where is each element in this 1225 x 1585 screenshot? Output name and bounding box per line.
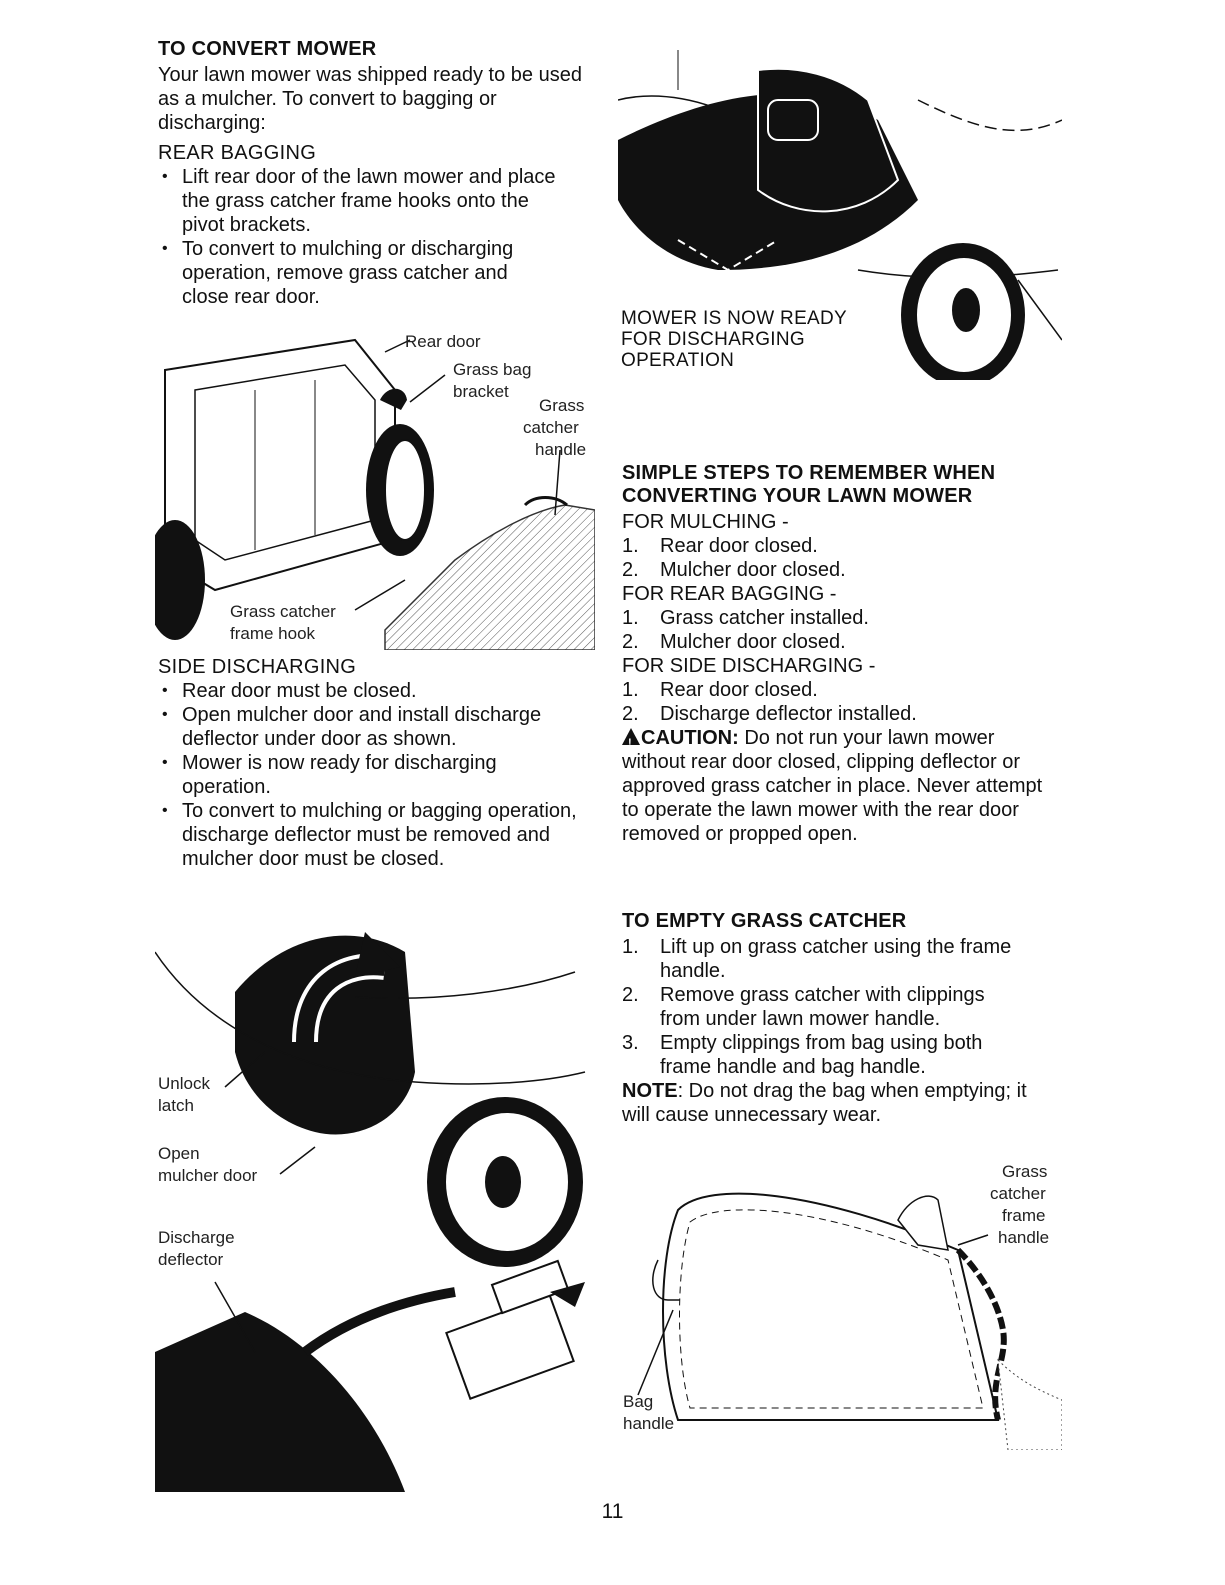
ready-line: FOR DISCHARGING bbox=[621, 329, 805, 350]
list-item: To convert to mulching or bagging operat… bbox=[158, 799, 578, 871]
label-frame-hook: Grass catcher bbox=[230, 602, 336, 621]
mulching-heading: FOR MULCHING - bbox=[622, 511, 789, 533]
list-item: 1.Rear door closed. bbox=[622, 679, 818, 701]
caution-text: Do not run your lawn mower without rear … bbox=[622, 727, 1043, 845]
label-rear-door: Rear door bbox=[405, 332, 481, 351]
label-grass-catcher-handle: catcher bbox=[523, 418, 579, 437]
mower-ready-illustration: MOWER IS NOW READY FOR DISCHARGING OPERA… bbox=[618, 40, 1062, 380]
label-open-mulcher-door: Open bbox=[158, 1144, 200, 1163]
empty-steps-list: 1.Lift up on grass catcher using the fra… bbox=[622, 935, 1022, 1079]
label-discharge-deflector: Discharge bbox=[158, 1228, 235, 1247]
list-item: 2.Discharge deflector installed. bbox=[622, 703, 917, 725]
rear-bagging-steps-list: 1.Grass catcher installed. 2.Mulcher doo… bbox=[622, 606, 1062, 654]
side-discharging-heading: SIDE DISCHARGING bbox=[158, 656, 357, 678]
side-discharging-section: SIDE DISCHARGING Rear door must be close… bbox=[158, 655, 588, 871]
list-item: 1.Grass catcher installed. bbox=[622, 607, 869, 629]
rear-bagging-illustration: Rear door Grass bag bracket Grass catche… bbox=[155, 330, 595, 650]
list-item: 2.Mulcher door closed. bbox=[622, 631, 846, 653]
steps-title: CONVERTING YOUR LAWN MOWER bbox=[622, 485, 973, 507]
list-item: 3.Empty clippings from bag using both fr… bbox=[622, 1032, 983, 1078]
rear-bagging-steps-heading: FOR REAR BAGGING - bbox=[622, 583, 837, 605]
ready-line: MOWER IS NOW READY bbox=[621, 308, 848, 329]
list-item: 2.Remove grass catcher with clippings fr… bbox=[622, 984, 985, 1030]
side-discharging-steps-heading: FOR SIDE DISCHARGING - bbox=[622, 655, 876, 677]
empty-title: TO EMPTY GRASS CATCHER bbox=[622, 910, 907, 932]
label-frame-handle: catcher bbox=[990, 1184, 1046, 1203]
label-grass-catcher-handle: Grass bbox=[539, 396, 585, 415]
list-item: 1.Rear door closed. bbox=[622, 535, 818, 557]
caution-label: CAUTION: bbox=[641, 727, 739, 749]
mower-rear-diagram bbox=[155, 338, 595, 650]
caution-paragraph: CAUTION: Do not run your lawn mower with… bbox=[622, 726, 1052, 846]
side-discharging-illustration: Unlock latch Open mulcher door Discharge… bbox=[155, 912, 595, 1492]
convert-title: TO CONVERT MOWER bbox=[158, 38, 377, 60]
list-item: Lift rear door of the lawn mower and pla… bbox=[158, 165, 558, 237]
note-text: : Do not drag the bag when emptying; it … bbox=[622, 1080, 1027, 1126]
page-number: 11 bbox=[601, 1500, 624, 1523]
label-frame-handle: handle bbox=[998, 1228, 1050, 1247]
side-discharging-steps-list: 1.Rear door closed. 2.Discharge deflecto… bbox=[622, 678, 1062, 726]
warning-triangle-icon bbox=[622, 728, 640, 755]
mower-discharge-diagram bbox=[618, 50, 1062, 380]
side-discharging-list: Rear door must be closed. Open mulcher d… bbox=[158, 679, 578, 871]
rear-bagging-heading: REAR BAGGING bbox=[158, 142, 317, 164]
mulching-list: 1.Rear door closed. 2.Mulcher door close… bbox=[622, 534, 1062, 582]
simple-steps-section: SIMPLE STEPS TO REMEMBER WHEN CONVERTING… bbox=[622, 462, 1062, 846]
label-grass-bag-bracket: Grass bag bbox=[453, 360, 532, 379]
label-frame-handle: frame bbox=[1002, 1206, 1046, 1225]
label-bag-handle: Bag bbox=[623, 1392, 654, 1411]
list-item: To convert to mulching or discharging op… bbox=[158, 237, 558, 309]
label-grass-bag-bracket: bracket bbox=[453, 382, 509, 401]
label-grass-catcher-handle: handle bbox=[535, 440, 587, 459]
empty-catcher-section: TO EMPTY GRASS CATCHER 1.Lift up on gras… bbox=[622, 910, 1062, 1127]
list-item: 1.Lift up on grass catcher using the fra… bbox=[622, 936, 1012, 982]
mower-side-diagram bbox=[155, 932, 586, 1492]
list-item: Mower is now ready for discharging opera… bbox=[158, 751, 578, 799]
ready-caption: MOWER IS NOW READY FOR DISCHARGING OPERA… bbox=[621, 308, 847, 371]
convert-intro: Your lawn mower was shipped ready to be … bbox=[158, 64, 582, 134]
label-unlock-latch: latch bbox=[158, 1096, 194, 1115]
grass-bag-diagram bbox=[637, 1192, 1062, 1450]
rear-bagging-list: Lift rear door of the lawn mower and pla… bbox=[158, 165, 558, 309]
list-item: 2.Mulcher door closed. bbox=[622, 559, 846, 581]
label-discharge-deflector: deflector bbox=[158, 1250, 224, 1269]
label-unlock-latch: Unlock bbox=[158, 1074, 210, 1093]
list-item: Open mulcher door and install discharge … bbox=[158, 703, 578, 751]
list-item: Rear door must be closed. bbox=[158, 679, 578, 703]
label-frame-hook: frame hook bbox=[230, 624, 316, 643]
note-paragraph: NOTE: Do not drag the bag when emptying;… bbox=[622, 1079, 1052, 1127]
steps-title: SIMPLE STEPS TO REMEMBER WHEN bbox=[622, 462, 996, 484]
label-bag-handle: handle bbox=[623, 1414, 675, 1433]
emptying-catcher-illustration: Grass catcher frame handle Bag handle bbox=[618, 1160, 1062, 1450]
note-label: NOTE bbox=[622, 1080, 678, 1102]
ready-line: OPERATION bbox=[621, 350, 735, 371]
label-open-mulcher-door: mulcher door bbox=[158, 1166, 258, 1185]
label-frame-handle: Grass bbox=[1002, 1162, 1048, 1181]
left-column: TO CONVERT MOWER Your lawn mower was shi… bbox=[158, 38, 598, 309]
